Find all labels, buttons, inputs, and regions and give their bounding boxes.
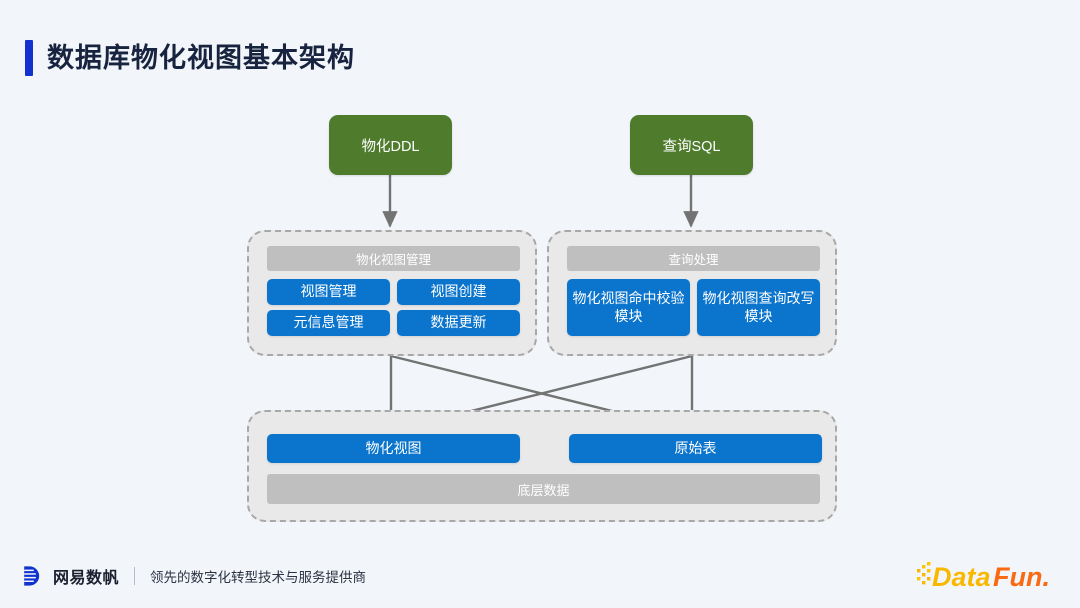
node-base-table[interactable]: 原始表 <box>569 434 822 463</box>
node-view-creation[interactable]: 视图创建 <box>397 279 520 305</box>
input-box-materialize-ddl[interactable]: 物化DDL <box>329 115 452 175</box>
node-meta-management[interactable]: 元信息管理 <box>267 310 390 336</box>
footer-brand-name: 网易数帆 <box>53 570 120 587</box>
node-view-management-label: 视图管理 <box>300 283 357 300</box>
node-mv-query-rewrite-label: 物化视图查询改写模块 <box>702 289 815 324</box>
footer-divider <box>134 567 136 585</box>
footer-tagline: 领先的数字化转型技术与服务提供商 <box>150 570 367 585</box>
node-mv-query-rewrite[interactable]: 物化视图查询改写模块 <box>697 279 820 336</box>
node-meta-management-label: 元信息管理 <box>293 314 364 331</box>
page-title-container: 数据库物化视图基本架构 <box>25 40 355 76</box>
page-title: 数据库物化视图基本架构 <box>47 42 355 73</box>
group-query-processing: 查询处理 物化视图命中校验模块 物化视图查询改写模块 <box>547 230 837 356</box>
slide-footer: 网易数帆 领先的数字化转型技术与服务提供商 Data Fun. <box>0 550 1080 608</box>
node-mv-hit-validation[interactable]: 物化视图命中校验模块 <box>567 279 690 336</box>
node-materialized-view[interactable]: 物化视图 <box>267 434 520 463</box>
input-box-query-sql-label: 查询SQL <box>662 138 721 155</box>
datafun-wordmark-data: Data <box>932 562 991 592</box>
node-data-refresh[interactable]: 数据更新 <box>397 310 520 336</box>
input-box-query-sql[interactable]: 查询SQL <box>630 115 753 175</box>
group-query-processing-header: 查询处理 <box>567 246 820 271</box>
group-mv-management-header: 物化视图管理 <box>267 246 520 271</box>
datafun-dot-pattern <box>917 562 931 585</box>
netease-logo-icon <box>24 566 40 586</box>
group-storage: 物化视图 原始表 底层数据 <box>247 410 837 522</box>
group-storage-header: 底层数据 <box>267 474 820 504</box>
input-box-materialize-ddl-label: 物化DDL <box>361 138 420 155</box>
node-base-table-label: 原始表 <box>674 439 717 456</box>
node-materialized-view-label: 物化视图 <box>365 439 422 456</box>
node-view-management[interactable]: 视图管理 <box>267 279 390 305</box>
node-view-creation-label: 视图创建 <box>430 283 487 300</box>
node-data-refresh-label: 数据更新 <box>430 314 487 331</box>
footer-brand-block: 网易数帆 领先的数字化转型技术与服务提供商 <box>22 564 366 588</box>
datafun-wordmark-fun: Fun. <box>993 562 1050 592</box>
datafun-logo: Data Fun. <box>917 562 1050 592</box>
title-accent-bar <box>25 40 33 76</box>
node-mv-hit-validation-label: 物化视图命中校验模块 <box>572 289 685 324</box>
group-mv-management: 物化视图管理 视图管理 视图创建 元信息管理 数据更新 <box>247 230 537 356</box>
